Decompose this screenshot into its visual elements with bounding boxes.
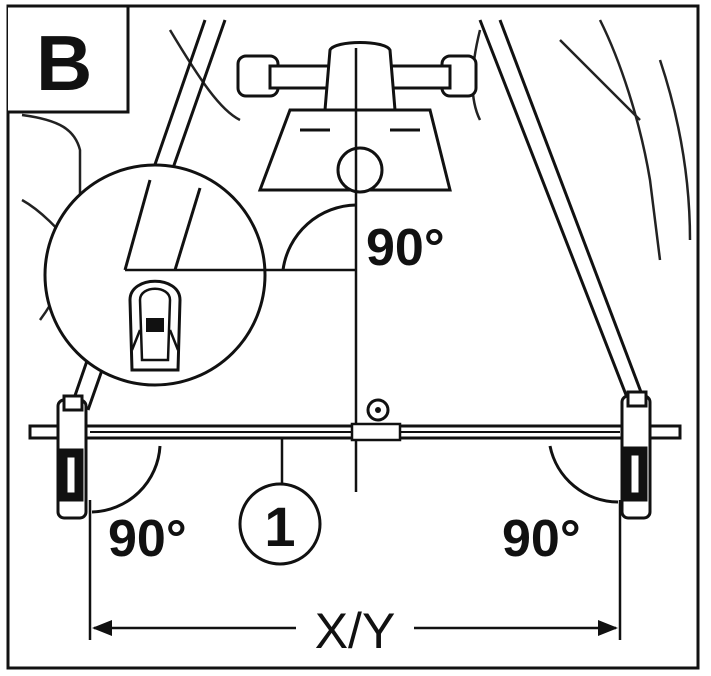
- left-wheel-clamp: [56, 394, 88, 520]
- angle-arc-bottom-left: [91, 445, 162, 514]
- angle-arc-bottom-right: [548, 445, 619, 504]
- right-frame-arm: [478, 19, 646, 401]
- angle-label-bottom-left: 90°: [108, 510, 187, 568]
- measuring-bar: [28, 398, 682, 442]
- detail-magnifier: [43, 163, 356, 387]
- right-wheel-clamp: [620, 390, 652, 520]
- dimension-label: X/Y: [315, 603, 396, 659]
- angle-label-bottom-right: 90°: [502, 510, 581, 568]
- callout-number: 1: [264, 495, 295, 558]
- panel-letter-box: B: [8, 4, 130, 114]
- angle-label-top: 90°: [366, 219, 445, 277]
- panel-letter: B: [36, 19, 92, 107]
- dimension-line: [88, 500, 622, 640]
- callout-1: 1: [238, 438, 322, 566]
- angle-arc-top: [281, 203, 357, 271]
